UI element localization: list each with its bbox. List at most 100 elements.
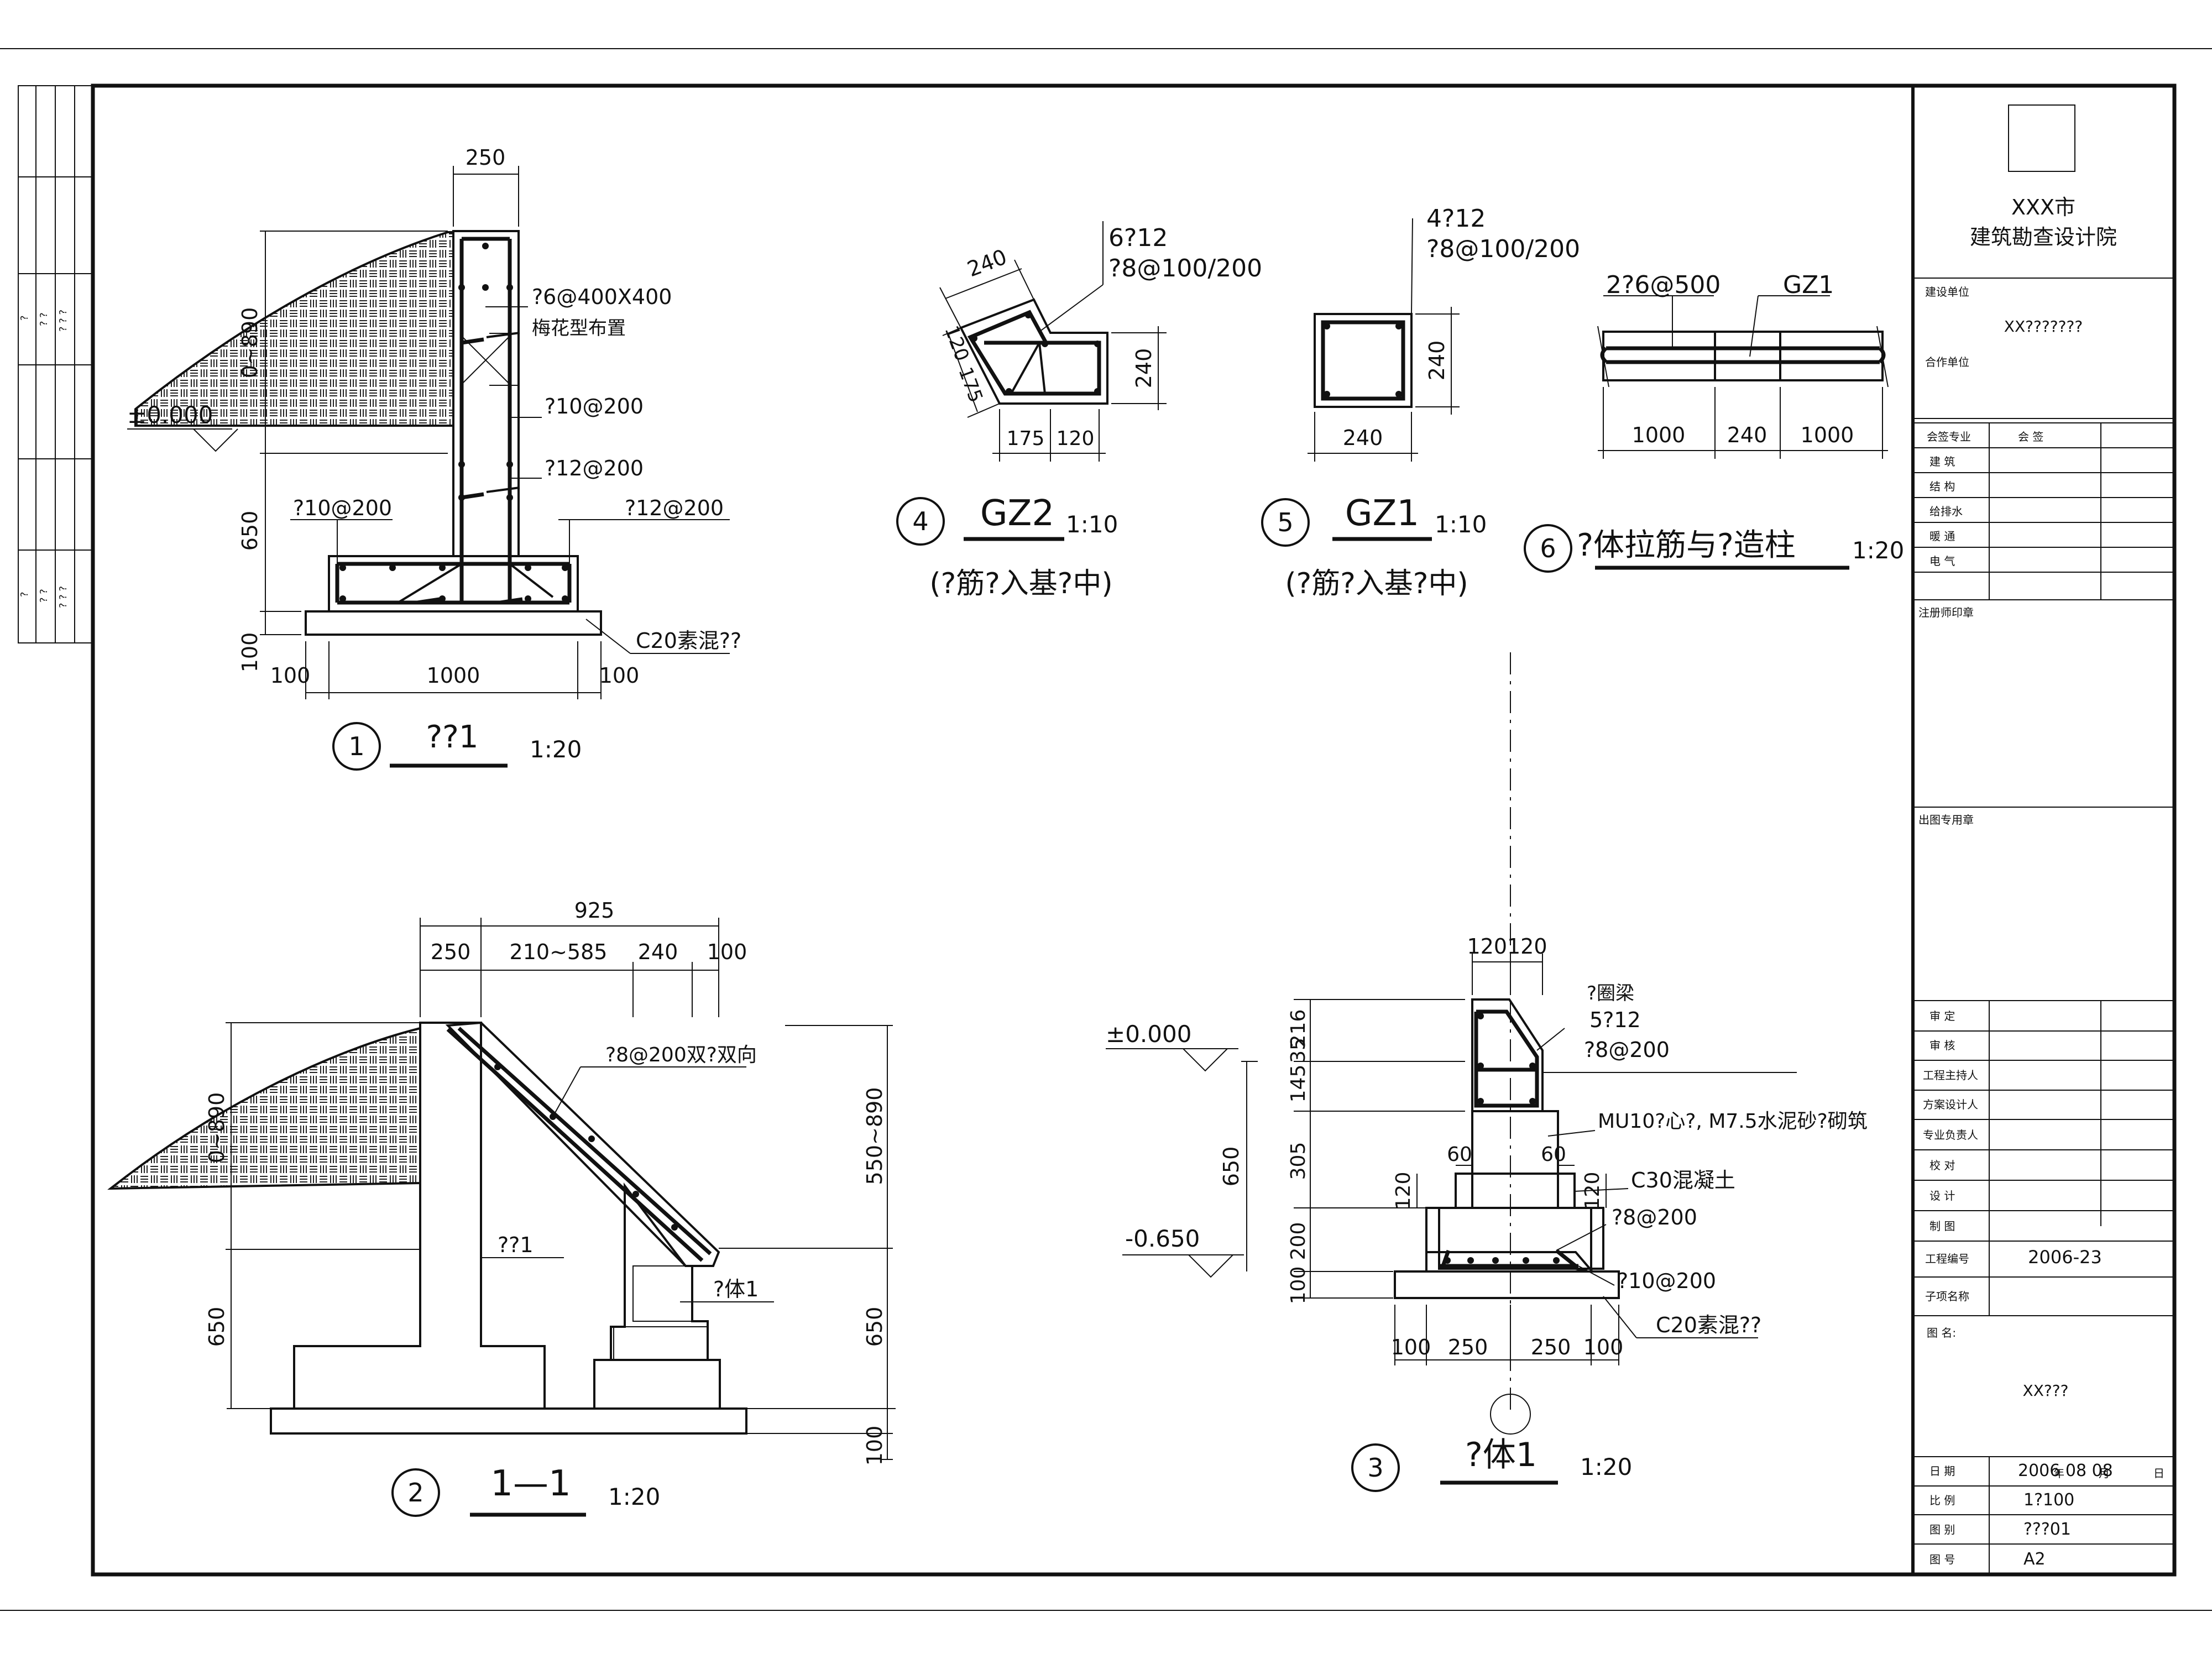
d3-dim-step-l: 60 <box>1447 1143 1472 1166</box>
d3-label-beam3: ?8@200 <box>1584 1038 1670 1062</box>
d5-label-b: ?8@100/200 <box>1426 235 1580 263</box>
d1-number-circle <box>332 722 381 771</box>
d2-soil-hatch <box>107 1027 421 1190</box>
d1-label-r4: ?12@200 <box>625 496 724 520</box>
d3-number: 3 <box>1367 1453 1383 1483</box>
d1-label-r3: ?10@200 <box>293 496 392 520</box>
d3-dim-b4: 100 <box>1583 1335 1624 1359</box>
approval-row-8: 制 图 <box>1929 1220 1955 1233</box>
d3-dim-b2: 250 <box>1448 1335 1488 1359</box>
approval-row-3: 工程主持人 <box>1923 1069 1978 1082</box>
d2-dim-d: 100 <box>707 940 747 964</box>
detail-4-gz2: 240 120 175 240 175 120 6?12 ?8@100/200 … <box>896 221 1262 600</box>
approval-row-1: 审 定 <box>1929 1009 1955 1023</box>
d2-dim-left-low: 650 <box>205 1307 229 1347</box>
d1-label-mesh2: 梅花型布置 <box>532 317 626 339</box>
d5-scale: 1:10 <box>1435 511 1487 538</box>
left-strip: ? ? ? ? ? ? ? ? ? ? ? ? <box>18 85 93 643</box>
d2-label-masonry: ?体1 <box>713 1277 759 1301</box>
plain-concrete-pad <box>305 610 602 636</box>
d3-label-r2: ?10@200 <box>1617 1269 1716 1293</box>
d3-elev-low: -0.650 <box>1125 1225 1200 1252</box>
d1-elev: ±0.000 <box>127 401 213 428</box>
d4-dim-240b: 240 <box>1132 348 1156 389</box>
left-strip-text-4: ? <box>19 592 30 597</box>
construction-unit-value: XX??????? <box>2004 317 2083 336</box>
date-unit-year: 年 <box>2053 1467 2064 1480</box>
d1-dim-b2: 1000 <box>427 663 480 688</box>
d2-number: 2 <box>407 1478 423 1508</box>
d2-title: 1—1 <box>490 1463 571 1504</box>
scale-value: 1?100 <box>2023 1490 2074 1510</box>
d3-dim-step-r: 60 <box>1541 1143 1566 1166</box>
d4-dim-b120: 120 <box>1057 427 1095 450</box>
d3-label-beam2: 5?12 <box>1589 1008 1641 1032</box>
approval-row-4: 方案设计人 <box>1923 1098 1978 1111</box>
d2-dim-c: 240 <box>638 940 678 964</box>
d3-label-r1: ?8@200 <box>1612 1205 1697 1229</box>
construction-unit-label: 建设单位 <box>1925 285 1969 299</box>
d1-dim-b3: 100 <box>599 663 640 688</box>
d2-scale: 1:20 <box>608 1483 660 1510</box>
d6-scale: 1:20 <box>1852 537 1904 564</box>
d3-dim-b1: 100 <box>1391 1335 1431 1359</box>
approval-row-6: 校 对 <box>1929 1159 1955 1172</box>
d6-title: ?体拉筋与?造柱 <box>1577 527 1795 563</box>
signoff-row-struct: 结 构 <box>1929 480 1955 493</box>
d2-number-circle <box>391 1468 440 1517</box>
d3-label-c20: C20素混?? <box>1656 1313 1761 1337</box>
d4-dim-120: 120 <box>940 323 973 364</box>
project-no-value: 2006-23 <box>2028 1247 2102 1268</box>
date-unit-month: 月 <box>2099 1467 2110 1480</box>
d1-dim-upper: 0~890 <box>238 307 262 379</box>
d5-note: (?筋?入基?中) <box>1285 567 1468 600</box>
d3-dim-b2: 35 <box>1287 1038 1310 1063</box>
d1-dim-b1: 100 <box>270 663 311 688</box>
d5-dim-side: 240 <box>1425 341 1449 381</box>
d2-dim-a: 250 <box>431 940 471 964</box>
d6-dim-1: 1000 <box>1632 423 1686 447</box>
signoff-header-sign: 会 签 <box>2018 430 2043 443</box>
d3-dim-b: 145 <box>1287 1065 1310 1103</box>
d3-number-circle <box>1351 1443 1400 1492</box>
d1-dim-low: 100 <box>238 632 262 673</box>
left-strip-text-6: ? ? ? <box>57 586 69 608</box>
d5-label-a: 4?12 <box>1426 205 1486 233</box>
d3-dim-a: 216 <box>1287 1009 1310 1048</box>
project-no-label: 工程编号 <box>1925 1252 1969 1265</box>
d3-label-c30: C30混凝土 <box>1631 1168 1735 1192</box>
d2-dim-left-upper: 0~890 <box>205 1092 229 1164</box>
category-label: 图 别 <box>1929 1523 1955 1536</box>
d1-label-conc: C20素混?? <box>636 629 741 653</box>
d4-note: (?筋?入基?中) <box>929 567 1112 600</box>
d6-number-circle <box>1524 524 1572 573</box>
date-unit-day: 日 <box>2153 1467 2164 1480</box>
d5-title: GZ1 <box>1345 493 1419 534</box>
d6-label-a: 2?6@500 <box>1606 271 1721 299</box>
left-strip-text-2: ? ? <box>38 312 50 326</box>
date-label: 日 期 <box>1929 1464 1955 1478</box>
left-strip-text-3: ? ? ? <box>57 310 69 332</box>
d3-dim-ht-l: 120 <box>1392 1172 1415 1210</box>
d5-number-circle <box>1261 498 1310 547</box>
institute-name-line2: 建筑勘查设计院 <box>1970 225 2117 249</box>
d3-dim-total: 650 <box>1219 1147 1243 1187</box>
d1-dim-top: 250 <box>466 145 506 170</box>
d1-label-mesh: ?6@400X400 <box>532 285 672 309</box>
d2-dim-right-upper: 550~890 <box>862 1087 887 1185</box>
d3-dim-b3: 250 <box>1531 1335 1571 1359</box>
d4-title: GZ2 <box>980 493 1054 534</box>
d3-dim-d: 200 <box>1287 1222 1310 1260</box>
review-seal-label: 出图专用章 <box>1918 813 1974 826</box>
date-value: 2006 08 08 <box>2018 1461 2113 1480</box>
d2-dim-right-mid: 650 <box>862 1307 887 1347</box>
drawing-frame <box>91 83 2177 1577</box>
registered-seal-label: 注册师印章 <box>1918 606 1974 619</box>
d2-base-slab <box>270 1407 747 1435</box>
approval-row-7: 设 计 <box>1929 1189 1955 1202</box>
d6-number: 6 <box>1540 533 1556 563</box>
d3-label-masonry: MU10?心?, M7.5水泥砂?砌筑 <box>1598 1110 1868 1133</box>
d6-dim-3: 1000 <box>1801 423 1854 447</box>
d4-number-circle <box>896 497 945 546</box>
